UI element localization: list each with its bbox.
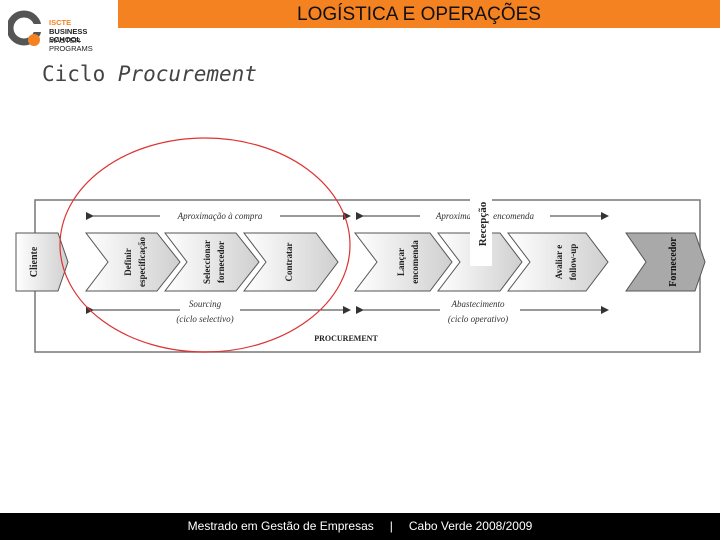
step-3-line1: Contratar: [284, 243, 294, 282]
top-left-label: Aproximação à compra: [177, 211, 263, 221]
step-1-shape: [84, 232, 181, 292]
bottom-right-label: Abastecimento: [451, 299, 505, 309]
logo-line-1: ISCTE: [49, 18, 72, 27]
step-2-line1: Seleccionar: [202, 240, 212, 284]
header-band: [118, 0, 720, 28]
logo-line-3: MASTER PROGRAMS: [49, 36, 93, 53]
slide-title-italic: Procurement: [117, 62, 257, 86]
footer-right: Cabo Verde 2008/2009: [408, 519, 533, 533]
bottom-left-label: Sourcing: [189, 299, 222, 309]
supplier-shape: [625, 232, 706, 292]
step-1-line1: Definir: [123, 248, 133, 276]
iscte-logo-icon: [8, 10, 44, 46]
step-5-line1: Avaliar e: [554, 245, 564, 279]
highlight-ellipse: [59, 137, 351, 353]
step-5-line2: follow-up: [568, 244, 578, 281]
slide-title-plain: Ciclo: [42, 62, 118, 86]
client-label: Cliente: [29, 246, 40, 277]
footer-text: Mestrado em Gestão de Empresas | Cabo Verd…: [0, 513, 720, 540]
receipt-label: Recepção: [477, 201, 489, 246]
footer-left: Mestrado em Gestão de Empresas: [187, 519, 374, 533]
step-5-shape: [506, 232, 609, 292]
slide-title: Ciclo Procurement: [42, 62, 257, 86]
step-1-line2: especificação: [137, 237, 147, 287]
step-4-line1: Lançar: [396, 248, 406, 276]
logo-line-2: BUSINESS SCHOOL: [49, 27, 88, 44]
step-2-shape: [163, 232, 260, 292]
bottom-right-sub: (ciclo operativo): [448, 314, 508, 324]
step-3-shape: [242, 232, 339, 292]
step-2-line2: fornecedor: [216, 241, 226, 283]
footer-separator: |: [389, 519, 393, 533]
client-shape: [15, 232, 69, 292]
logo: ISCTE BUSINESS SCHOOL MASTER PROGRAMS: [8, 10, 118, 53]
step-4-shape: [353, 232, 453, 292]
procurement-label: PROCUREMENT: [314, 334, 378, 343]
footer-bar: Mestrado em Gestão de Empresas | Cabo Verd…: [0, 513, 720, 540]
supplier-label: Fornecedor: [668, 237, 679, 287]
step-4-line2: encomenda: [410, 240, 420, 284]
header-title: LOGÍSTICA E OPERAÇÕES: [297, 4, 541, 25]
bottom-left-sub: (ciclo selectivo): [176, 314, 233, 324]
